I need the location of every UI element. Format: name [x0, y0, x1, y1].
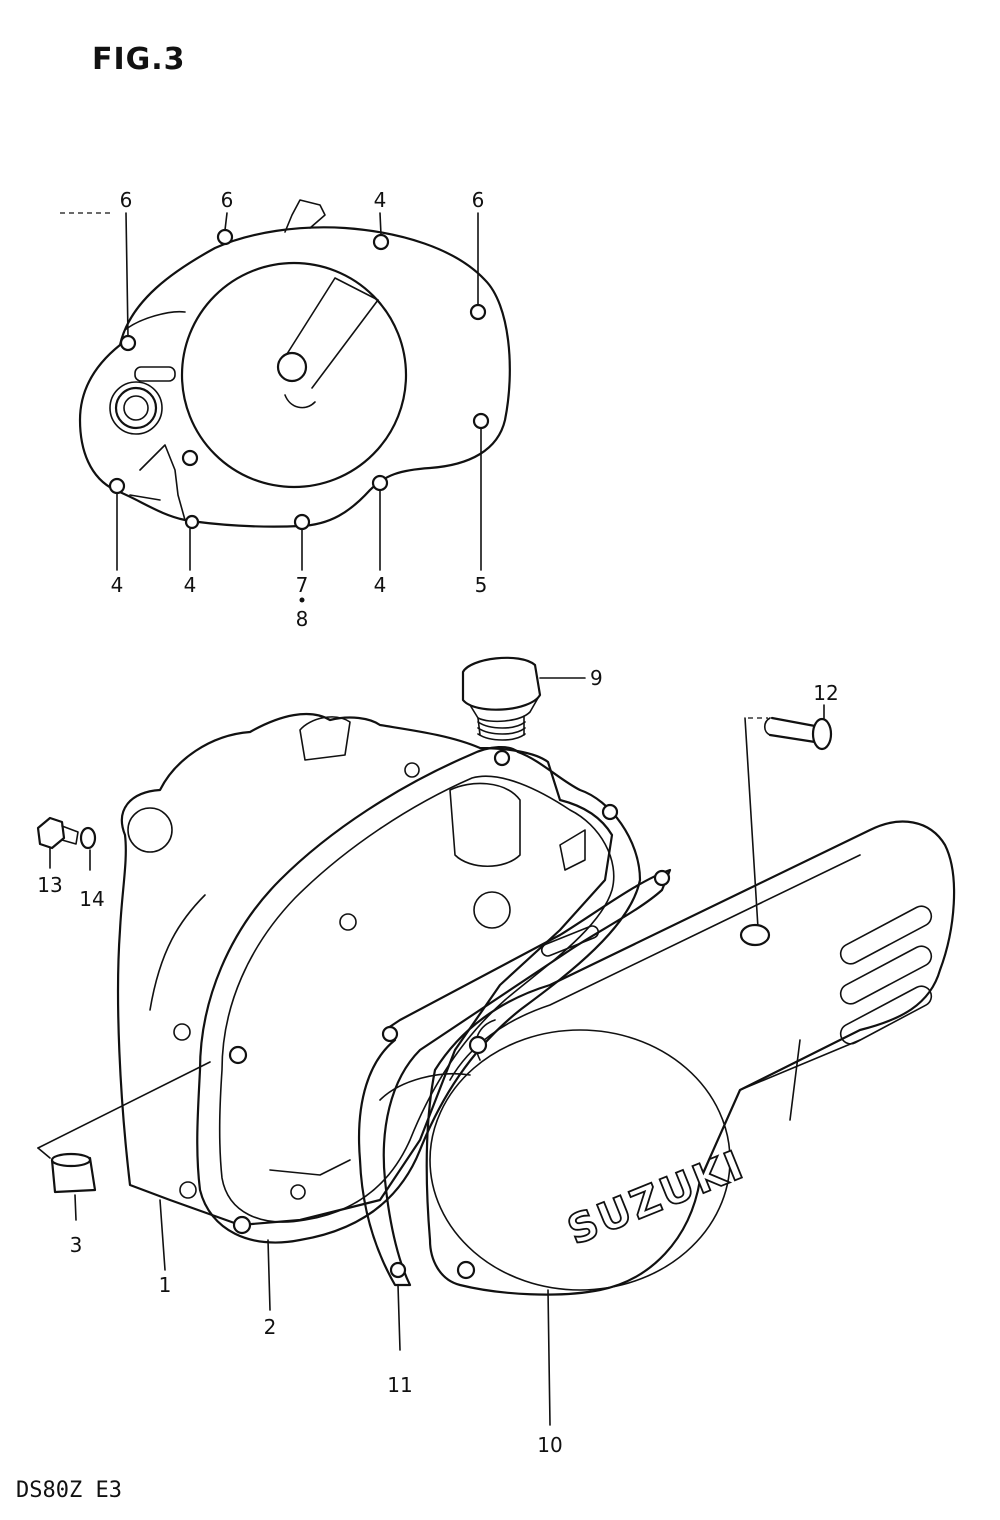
callout-13: 13: [37, 873, 62, 897]
callout-2: 2: [264, 1315, 277, 1339]
callout-4: 4: [111, 573, 124, 597]
oil-filler-plug-drawing: [461, 656, 586, 741]
callout-4: 4: [374, 188, 387, 212]
callout-7: 7: [296, 573, 309, 597]
magneto-cover-drawing: [425, 820, 956, 1426]
bolt-and-washer-drawing: [36, 816, 97, 871]
callout-6: 6: [120, 188, 133, 212]
callout-8: 8: [296, 607, 309, 631]
magneto-cover-gasket-drawing: [358, 868, 672, 1351]
callout-14: 14: [79, 887, 104, 911]
crankcase-gasket-drawing: [196, 746, 642, 1311]
callout-9: 9: [590, 666, 603, 690]
callout-4: 4: [184, 573, 197, 597]
callout-6: 6: [472, 188, 485, 212]
callout-10: 10: [537, 1433, 562, 1457]
crankcase-cover-drawing: [116, 712, 614, 1271]
callout-6: 6: [221, 188, 234, 212]
screw-drawing: [744, 704, 833, 929]
callout-11: 11: [387, 1373, 412, 1397]
figure-title: FIG.3: [92, 42, 186, 77]
dowel-pin-drawing: [37, 1061, 211, 1221]
callout-5: 5: [475, 573, 488, 597]
callout-1: 1: [159, 1273, 172, 1297]
separator-dot: [299, 597, 305, 603]
callout-4: 4: [374, 573, 387, 597]
model-code: DS80Z E3: [16, 1478, 122, 1503]
callout-3: 3: [70, 1233, 83, 1257]
callout-12: 12: [813, 681, 838, 705]
clutch-cover-gasket-drawing: [60, 199, 511, 571]
